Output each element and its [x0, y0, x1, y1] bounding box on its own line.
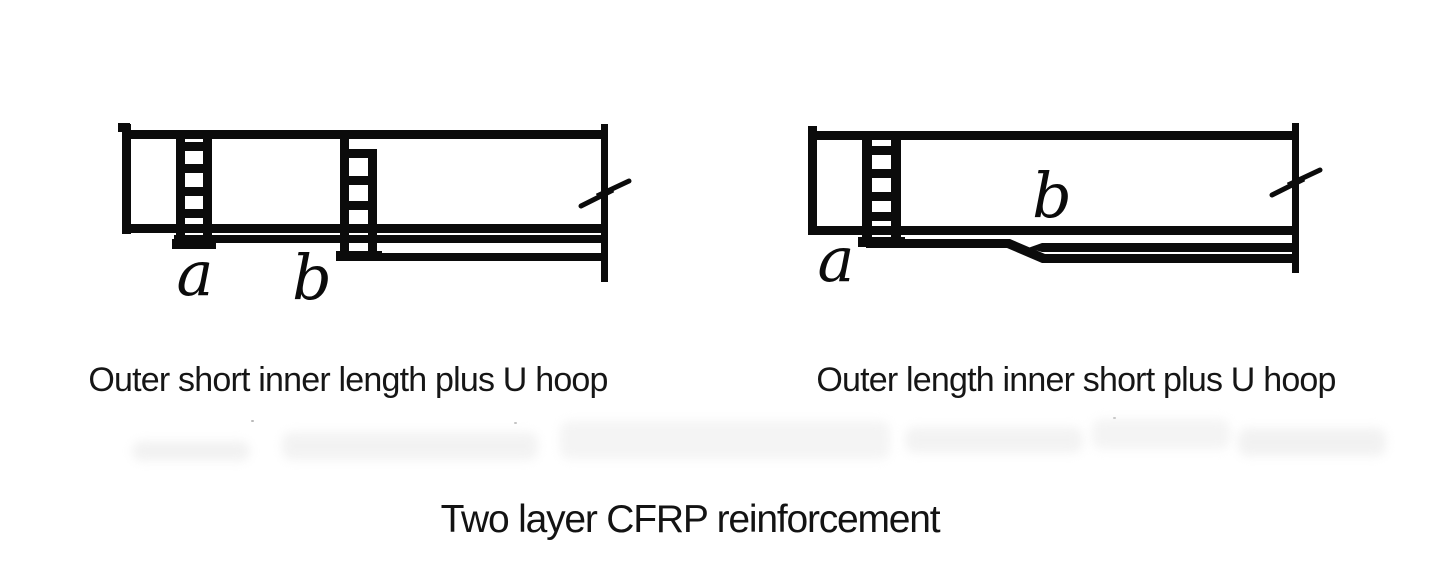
beam-left-edge — [808, 126, 817, 234]
hoop-rail-left — [862, 132, 872, 237]
hoop-bottom-cap — [172, 239, 216, 249]
u-hoop-b — [336, 134, 382, 261]
cfrp-inner-short-layer — [1028, 243, 1299, 252]
beam-top-line — [808, 131, 1299, 140]
right-diagram: a b — [808, 123, 1323, 296]
ghost-smudge — [1238, 428, 1386, 456]
beam-bottom-line — [808, 226, 1299, 235]
u-hoop-a — [172, 131, 216, 249]
cfrp-inner-long-layer — [174, 235, 608, 243]
ink-speck — [514, 422, 517, 424]
label-b: b — [1032, 159, 1072, 232]
left-diagram: a b — [118, 123, 632, 314]
figure-title: Two layer CFRP reinforcement — [440, 498, 941, 541]
label-b: b — [292, 241, 332, 314]
hoop-rung — [340, 149, 377, 158]
hoop-bottom-cap — [336, 251, 382, 261]
hoop-rung — [862, 212, 901, 221]
hoop-rail-right — [891, 132, 901, 237]
left-diagram-caption: Outer short inner length plus U hoop — [88, 361, 608, 399]
beam-bottom-line — [122, 224, 608, 233]
hoop-rung — [176, 187, 212, 196]
hoop-rung — [340, 176, 377, 185]
break-zigzag-icon — [578, 178, 632, 209]
hoop-rail-left — [340, 134, 349, 256]
hoop-rung — [176, 164, 212, 173]
ink-speck — [251, 420, 254, 422]
cfrp-outer-short-layer — [340, 253, 608, 261]
hoop-rung — [862, 169, 901, 178]
cfrp-outer-long-layer — [866, 239, 1299, 263]
hoop-rung — [176, 209, 212, 218]
hoop-rung — [862, 192, 901, 201]
ghost-smudge — [560, 421, 890, 459]
ghost-smudge — [905, 427, 1083, 453]
label-a: a — [177, 237, 214, 310]
ghost-smudge — [1092, 419, 1230, 449]
beam-top-line — [122, 130, 608, 139]
hoop-rung — [176, 142, 212, 151]
ink-speck — [1113, 417, 1116, 419]
break-line — [1292, 123, 1299, 273]
label-a: a — [818, 223, 855, 296]
break-zigzag-icon — [1269, 167, 1323, 198]
hoop-rung — [862, 146, 901, 155]
break-line — [601, 124, 608, 282]
ghost-smudge — [282, 432, 538, 460]
ghost-smudge — [132, 441, 250, 461]
right-diagram-caption: Outer length inner short plus U hoop — [816, 361, 1336, 399]
beam-left-edge — [122, 124, 131, 234]
hoop-rung — [340, 201, 377, 210]
